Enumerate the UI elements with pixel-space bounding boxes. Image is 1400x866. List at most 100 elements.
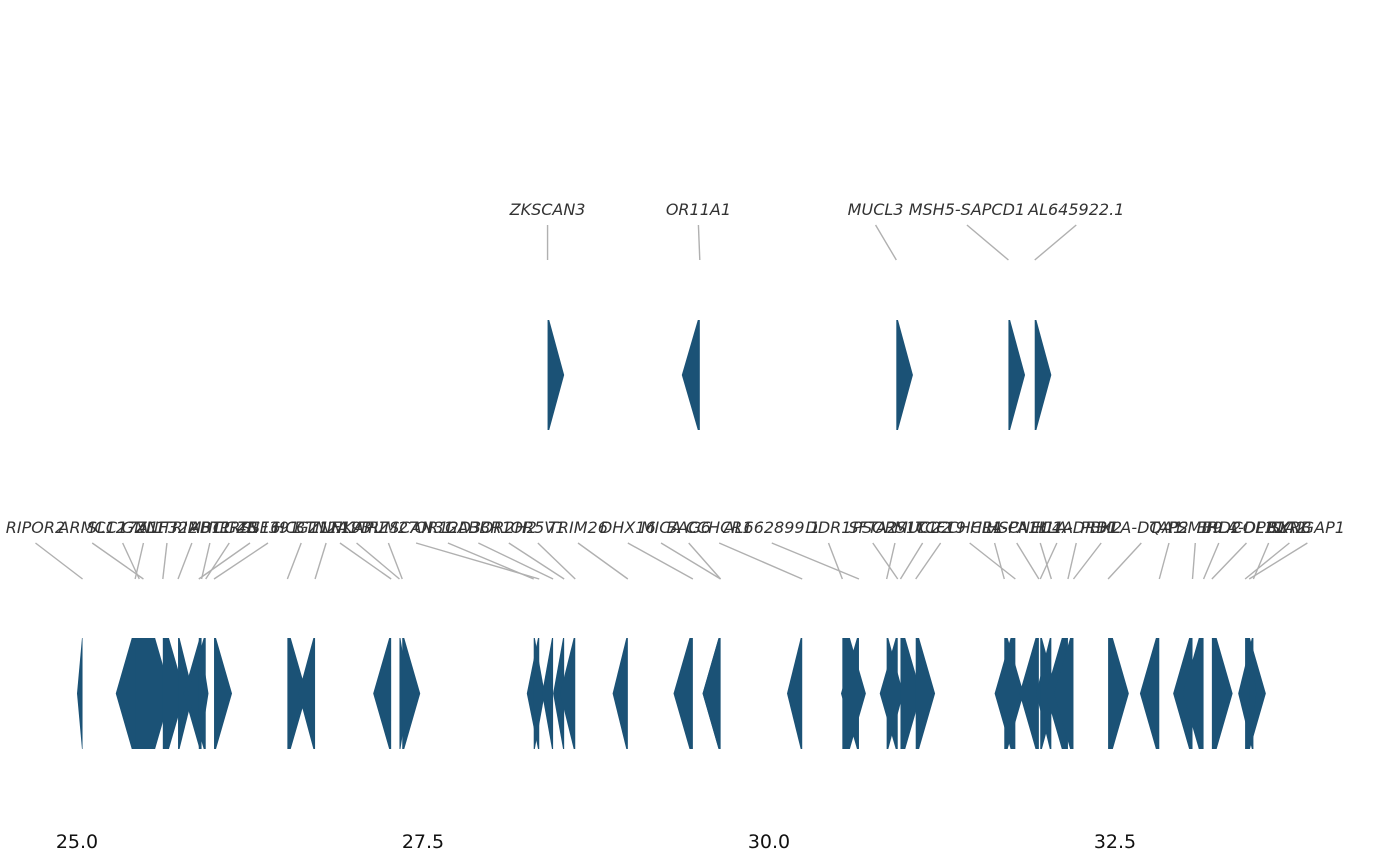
leader-line [1016,542,1040,580]
leader-line [627,542,694,580]
gene-label-slc17a1: SLC17A1 [87,518,159,537]
gene-arrow-gabbr1 [542,638,554,749]
x-tick-label: 25.0 [56,831,98,853]
gene-label-gabbr1: GABBR1 [445,518,512,537]
gene-arrow-al645922-1 [1034,320,1052,430]
leader-line [447,542,534,580]
x-tick-label: 30.0 [748,831,790,853]
gene-arrow-tap2 [1139,638,1160,749]
leader-line [1244,542,1290,580]
gene-label-trim27: TRIM27 [359,518,420,537]
gene-label-hcg11: HCG11 [273,518,329,537]
gene-label-neu1: NEU1 [1018,518,1062,537]
gene-label-cchcr1: CCHCR1 [686,518,753,537]
gene-label-hcg4b: HCG4B [201,518,258,537]
leader-line [537,542,576,580]
leader-line [966,224,1009,261]
gene-label-gnl1: GNL1 [122,518,165,537]
gene-label-mica: MICA [641,518,682,537]
gene-arrow-hspa1l [1019,638,1039,749]
leader-line [387,542,403,580]
gene-arrow-cchcr1 [786,638,803,749]
gene-arrow-trim27 [402,638,421,749]
leader-line [771,542,860,580]
gene-label-muc22: MUC22 [894,518,951,537]
gene-label-or5v1: OR5V1 [510,518,565,537]
gene-label-al645922-1: AL645922.1 [1027,200,1124,219]
gene-arrow-brd2 [1182,638,1204,749]
gene-label-zscan31: ZSCAN31 [377,518,454,537]
gene-label-syngap1: SYNGAP1 [1270,518,1345,537]
gene-label-trim31: TRIM31 [162,518,222,537]
gene-label-psors1c1: PSORS1C1 [852,518,937,537]
gene-label-znf322: ZNF322 [135,518,199,537]
gene-arrow-hcg11 [287,638,307,749]
leader-line [478,542,554,580]
gene-arrow-bag6 [702,638,721,749]
leader-line [1039,542,1053,580]
leader-line [660,542,721,580]
leader-line [1248,542,1308,580]
gene-arrow-gnl1 [135,638,172,749]
leader-line [35,542,83,580]
gene-arrow-ripor2 [77,638,83,749]
gene-arrow-prss16 [198,638,209,749]
gene-arrow-hla-dpb1 [1211,638,1233,749]
gene-label-col11a2: COL11A2 [1232,518,1306,537]
gene-arrow-btn2a1 [298,638,316,749]
gene-arrow-or2h2 [553,638,565,749]
gene-arrows [77,320,1266,749]
leader-line [508,542,565,580]
gene-arrow-msh5-sapcd1 [1008,320,1026,430]
gene-arrow-hla-dqa1 [1108,638,1129,749]
leader-line [1067,542,1077,580]
gene-label-btn2a1: BTN2A1 [294,518,358,537]
leader-line [356,542,400,580]
gene-label-psmb9: PSMB9 [1168,518,1223,537]
gene-label-mucl3: MUCL3 [848,200,904,219]
gene-label-nkapl: NKAPL [331,518,383,537]
gene-label-or2h2: OR2H2 [481,518,537,537]
gene-arrow-hla-c [1004,638,1024,749]
x-tick-label: 32.5 [1094,831,1136,853]
gene-arrow-tcf19 [915,638,936,749]
gene-arrow-dhx16 [673,638,693,749]
gene-arrow-or5v1 [560,638,576,749]
leader-line [286,542,302,580]
gene-arrow-or11a1 [681,320,700,430]
leader-line [1202,542,1220,580]
leader-line [827,542,844,580]
gene-label-dhx16: DHX16 [600,518,656,537]
gene-label-brd2: BRD2 [1197,518,1242,537]
gene-arrow-syngap1 [1249,638,1257,749]
gene-arrow-mucl3 [896,320,913,430]
leader-line [91,542,144,580]
leader-line [1072,542,1102,580]
leader-line [198,542,251,580]
gene-arrow-pbx2 [1054,638,1074,749]
x-axis: 25.0 27.5 30.0 32.5 [56,831,1136,853]
leader-lines [35,224,1308,580]
gene-label-trim26: TRIM26 [548,518,608,537]
gene-label-hla-c: HLA-C [970,518,1020,537]
leader-line [1191,542,1196,580]
leader-line [874,224,897,261]
gene-label-bag6: BAG6 [666,518,711,537]
gene-label-tcf19: TCF19 [915,518,966,537]
gene-label-hla-drb1: HLA-DRB1 [1035,518,1117,537]
leader-line [899,542,924,580]
gene-label-ripor2: RIPOR2 [6,518,65,537]
gene-label-prss16: PRSS16 [220,518,281,537]
gene-label-pbx2: PBX2 [1080,518,1122,537]
x-tick-label: 27.5 [402,831,444,853]
gene-arrow-znf391 [214,638,233,749]
gene-label-al662899-1: AL662899.1 [723,518,820,537]
leader-line [205,542,230,580]
gene-label-zkscan3: ZKSCAN3 [509,200,586,219]
leader-line [969,542,1016,580]
gene-arrow-znf193 [373,638,392,749]
leader-line [1158,542,1170,580]
gene-label-hla-dpb1: HLA-DPB1 [1206,518,1287,537]
leader-line [1211,542,1247,580]
